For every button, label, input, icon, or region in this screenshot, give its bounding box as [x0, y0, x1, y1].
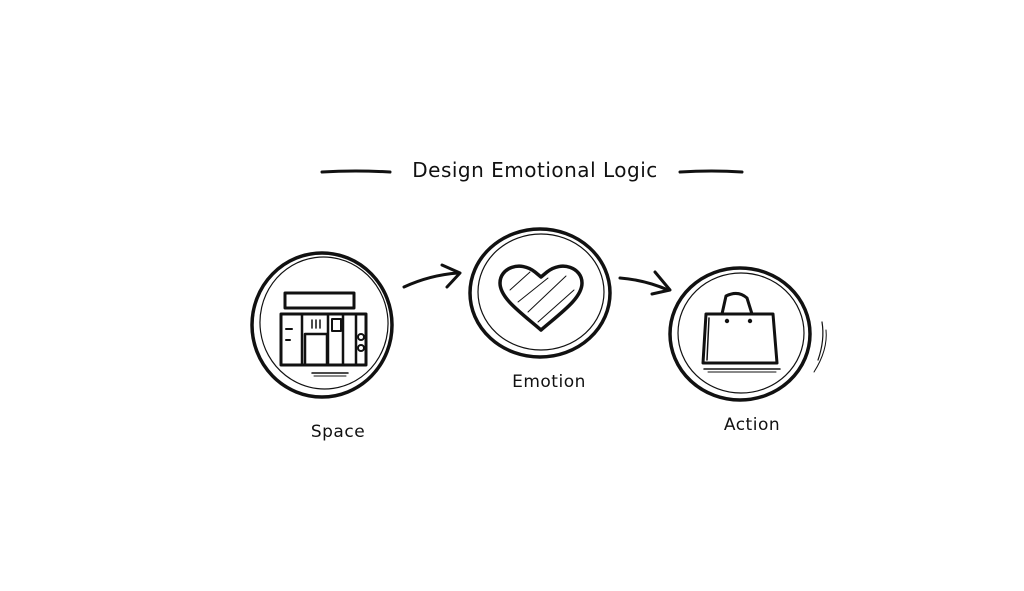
title-rule-right [678, 169, 744, 174]
diagram-title: Design Emotional Logic [412, 158, 658, 182]
step-label-action: Action [723, 415, 781, 435]
arrow-emotion-to-action [618, 270, 672, 296]
storefront-icon [279, 291, 368, 377]
title-rule-left [320, 169, 392, 174]
step-label-space: Space [310, 422, 366, 442]
heart-icon [498, 264, 584, 332]
emotion-node [468, 227, 612, 359]
action-node [668, 266, 827, 402]
arrow-space-to-emotion [402, 263, 462, 289]
space-node [250, 251, 394, 399]
step-label-emotion: Emotion [512, 372, 586, 392]
shopping-bag-icon [701, 291, 781, 373]
